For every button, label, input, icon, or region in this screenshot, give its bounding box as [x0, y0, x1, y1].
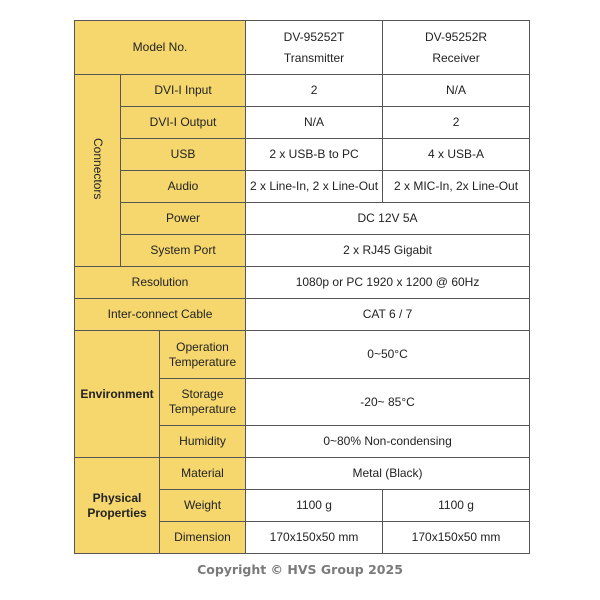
dvi-input-label: DVI-I Input [119, 74, 247, 107]
row-inter-connect-cable: Inter-connect Cable CAT 6 / 7 [73, 298, 531, 331]
resolution-label: Resolution [73, 266, 247, 299]
physical-properties-line2: Properties [87, 505, 147, 520]
power-label: Power [119, 202, 247, 235]
audio-tx: 2 x Line-In, 2 x Line-Out [245, 170, 384, 203]
material-value: Metal (Black) [245, 457, 531, 490]
physical-properties-group-label: Physical Properties [74, 457, 160, 554]
transmitter-role: Transmitter [283, 50, 345, 65]
material-label: Material [158, 457, 247, 490]
storage-temperature-label: Storage Temperature [158, 378, 247, 426]
audio-label: Audio [119, 170, 247, 203]
dimension-tx: 170x150x50 mm [245, 521, 384, 554]
usb-tx: 2 x USB-B to PC [245, 138, 384, 171]
dimension-label: Dimension [158, 521, 247, 554]
spec-table: Model No. DV-95252T Transmitter DV-95252… [73, 20, 531, 554]
receiver-model: DV-95252R [425, 29, 488, 44]
operation-temperature-line1: Operation [176, 339, 229, 354]
weight-tx: 1100 g [245, 489, 384, 522]
weight-rx: 1100 g [382, 489, 531, 522]
dvi-input-tx: 2 [245, 74, 384, 107]
system-port-label: System Port [119, 234, 247, 267]
operation-temperature-line2: Temperature [168, 354, 237, 369]
usb-rx: 4 x USB-A [382, 138, 531, 171]
humidity-label: Humidity [158, 425, 247, 458]
storage-temperature-line2: Temperature [168, 402, 237, 416]
system-port-value: 2 x RJ45 Gigabit [245, 234, 531, 267]
row-usb: USB 2 x USB-B to PC 4 x USB-A [75, 138, 531, 171]
weight-label: Weight [158, 489, 247, 522]
row-system-port: System Port 2 x RJ45 Gigabit [75, 234, 531, 267]
transmitter-header: DV-95252T Transmitter [245, 20, 384, 75]
row-dimension: Dimension 170x150x50 mm 170x150x50 mm [75, 521, 531, 554]
cable-label: Inter-connect Cable [73, 298, 247, 331]
connectors-group-text: Connectors [91, 137, 105, 200]
storage-temperature-line1: Storage [181, 387, 224, 401]
receiver-role: Receiver [432, 50, 480, 65]
dvi-input-rx: N/A [382, 74, 531, 107]
cable-value: CAT 6 / 7 [245, 298, 531, 331]
resolution-value: 1080p or PC 1920 x 1200 @ 60Hz [245, 266, 531, 299]
row-storage-temperature: Storage Temperature -20~ 85°C [75, 378, 531, 426]
dvi-output-tx: N/A [245, 106, 384, 139]
power-value: DC 12V 5A [245, 202, 531, 235]
usb-label: USB [119, 138, 247, 171]
receiver-header: DV-95252R Receiver [382, 20, 531, 75]
humidity-value: 0~80% Non-condensing [245, 425, 531, 458]
copyright-footer: Copyright © HVS Group 2025 [197, 562, 403, 577]
transmitter-model: DV-95252T [283, 29, 345, 44]
operation-temperature-label: Operation Temperature [158, 330, 247, 379]
operation-temperature-value: 0~50°C [245, 330, 531, 379]
row-dvi-input: Connectors DVI-I Input 2 N/A [74, 74, 531, 267]
row-operation-temperature: Environment Operation Temperature 0~50°C [74, 330, 531, 458]
environment-group-label: Environment [74, 330, 160, 458]
row-power: Power DC 12V 5A [75, 202, 531, 235]
row-material: Physical Properties Material Metal (Blac… [74, 457, 531, 554]
connectors-group-label: Connectors [74, 74, 121, 267]
physical-properties-line1: Physical [92, 490, 142, 505]
row-dvi-output: DVI-I Output N/A 2 [75, 106, 531, 139]
dvi-output-rx: 2 [382, 106, 531, 139]
row-humidity: Humidity 0~80% Non-condensing [75, 425, 531, 458]
dvi-output-label: DVI-I Output [119, 106, 247, 139]
row-audio: Audio 2 x Line-In, 2 x Line-Out 2 x MIC-… [75, 170, 531, 203]
header-row: Model No. DV-95252T Transmitter DV-95252… [73, 20, 531, 75]
row-resolution: Resolution 1080p or PC 1920 x 1200 @ 60H… [73, 266, 531, 299]
audio-rx: 2 x MIC-In, 2x Line-Out [382, 170, 531, 203]
model-no-label: Model No. [73, 20, 247, 75]
dimension-rx: 170x150x50 mm [382, 521, 531, 554]
storage-temperature-value: -20~ 85°C [245, 378, 531, 426]
